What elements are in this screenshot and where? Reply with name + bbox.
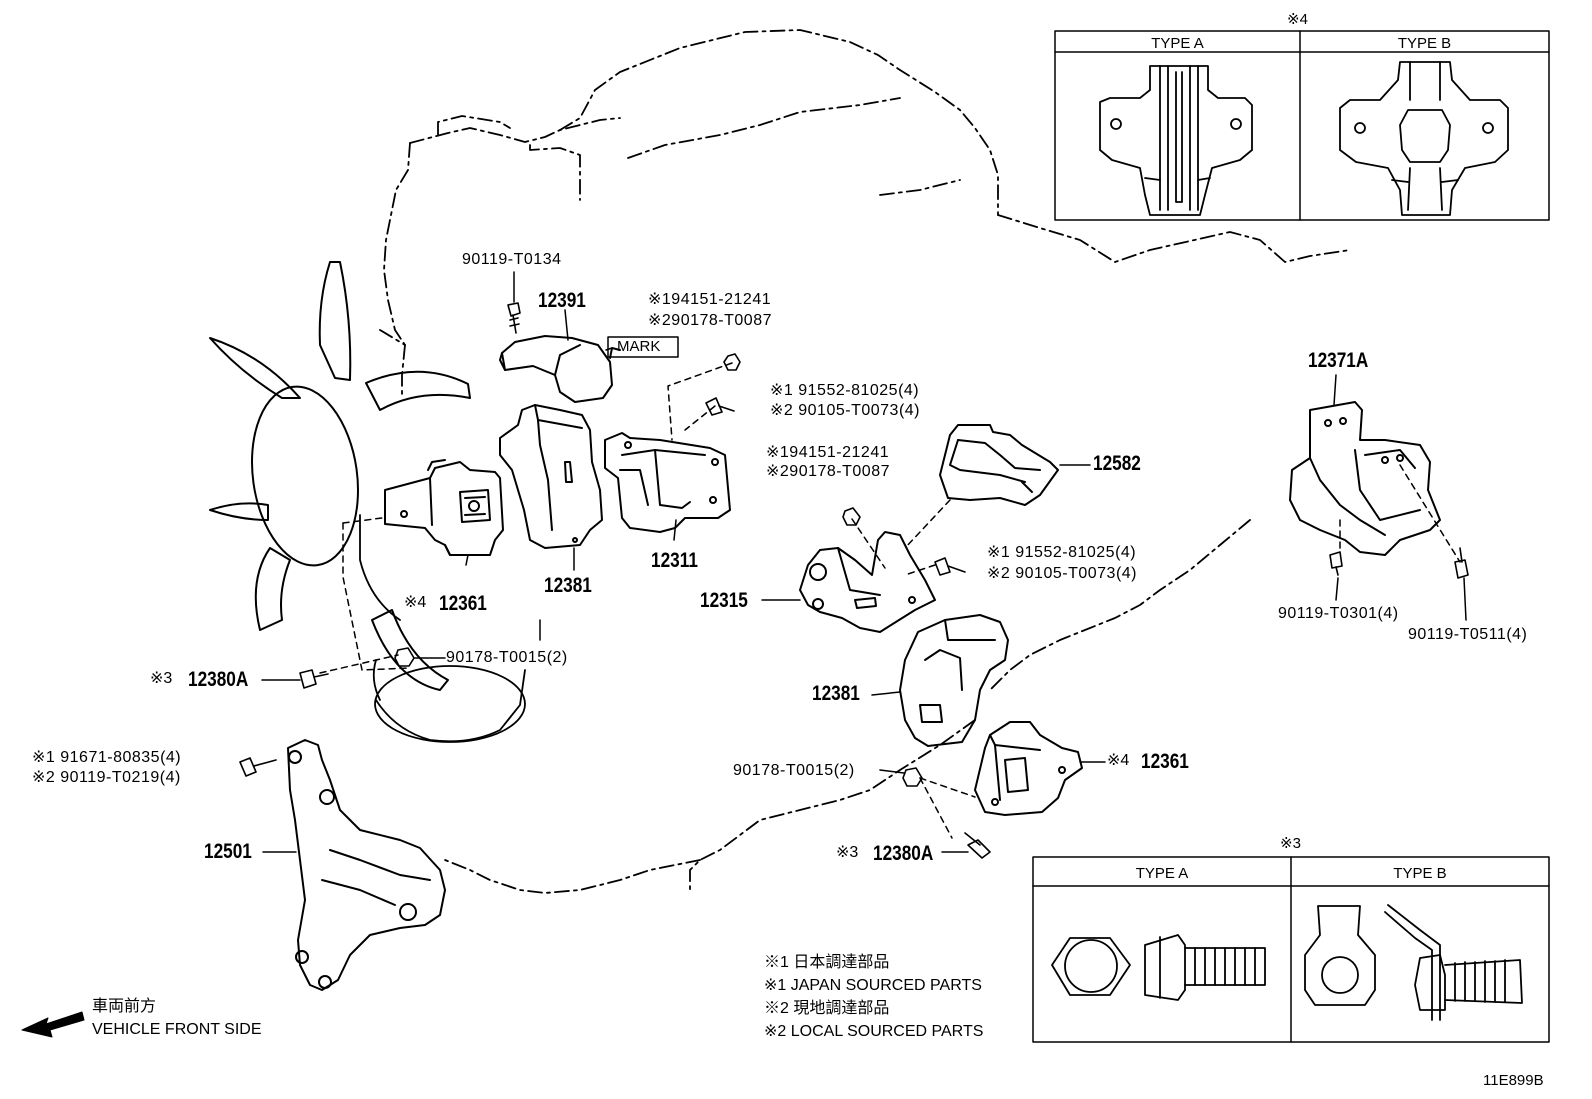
type3-marker: ※3 [1280, 835, 1301, 852]
label-94151-21241-top: ※194151-21241 [648, 291, 772, 308]
legend-line-4: ※2 LOCAL SOURCED PARTS [764, 1023, 984, 1040]
label-12315: 12315 [700, 589, 748, 612]
part-12381-right [899, 614, 1009, 747]
label-91552-81025-top: ※1 91552-81025(4) [770, 382, 920, 399]
part-12311 [604, 432, 731, 533]
type4-type-a-header: TYPE A [1151, 35, 1204, 52]
label-90178-T0015-right: 90178-T0015(2) [733, 762, 855, 779]
label-90119-T0219: ※2 90119-T0219(4) [32, 769, 181, 786]
part-12391 [499, 335, 621, 403]
legend-line-2: ※1 JAPAN SOURCED PARTS [764, 977, 982, 994]
part-12371A [1289, 401, 1441, 556]
label-90119-T0511: 90119-T0511(4) [1408, 626, 1528, 643]
type4-type-b-header: TYPE B [1397, 35, 1452, 52]
legend-line-1: ※1 日本調達部品 [764, 954, 890, 971]
label-leaders [261, 271, 1467, 853]
engine-outline [379, 29, 1351, 894]
type3-box [1032, 856, 1550, 1043]
label-12501: 12501 [204, 840, 252, 863]
type4-box [1054, 30, 1550, 221]
fasteners-shapes [239, 302, 1469, 859]
label-90105-T0073-mid: ※2 90105-T0073(4) [987, 565, 1137, 582]
part-12361-left [384, 459, 504, 556]
label-90119-T0134: 90119-T0134 [462, 251, 562, 268]
label-12381-left: 12381 [544, 574, 592, 597]
vehicle-front-jp: 車両前方 [92, 998, 157, 1015]
label-12582: 12582 [1093, 452, 1141, 475]
part-12381-left [499, 404, 603, 549]
label-12311: 12311 [651, 549, 698, 572]
mark-label: MARK [617, 338, 661, 355]
label-12380A-left: 12380A [188, 668, 249, 691]
leader-lines [319, 362, 1461, 839]
legend-line-3: ※2 現地調達部品 [764, 1000, 890, 1017]
fan [209, 261, 471, 691]
label-12361-left: 12361 [439, 592, 487, 615]
mark-box [607, 336, 679, 358]
label-12361-right: 12361 [1141, 750, 1189, 773]
label-12380A-right: 12380A [873, 842, 934, 865]
diagram-code: 11E899B [1483, 1072, 1544, 1089]
label-91552-81025-mid: ※1 91552-81025(4) [987, 544, 1137, 561]
part-12315 [799, 531, 936, 633]
label-12371A: 12371A [1308, 349, 1369, 372]
label-12391: 12391 [538, 289, 586, 312]
label-90178-T0015-left: 90178-T0015(2) [446, 649, 568, 666]
vehicle-front-arrow [21, 1011, 85, 1038]
note-3-left: ※3 [150, 670, 173, 687]
label-12381-right: 12381 [812, 682, 860, 705]
part-12582 [939, 424, 1059, 506]
vehicle-front-en: VEHICLE FRONT SIDE [92, 1021, 262, 1038]
label-90178-T0087-top: ※290178-T0087 [648, 312, 772, 329]
label-90105-T0073-top: ※2 90105-T0073(4) [770, 402, 920, 419]
label-91671-80835: ※1 91671-80835(4) [32, 749, 182, 766]
type3-type-b-header: TYPE B [1393, 865, 1447, 882]
label-90119-T0301: 90119-T0301(4) [1278, 605, 1399, 622]
part-12361-right [974, 721, 1083, 816]
note-3-right: ※3 [836, 844, 859, 861]
crank-pulley [359, 514, 526, 743]
type3-type-a-header: TYPE A [1135, 865, 1189, 882]
part-12501 [287, 739, 446, 991]
label-90178-T0087-mid: ※290178-T0087 [766, 463, 890, 480]
note-4-right: ※4 [1107, 752, 1130, 769]
type4-marker: ※4 [1287, 11, 1308, 28]
note-4-left: ※4 [404, 594, 427, 611]
label-94151-21241-mid: ※194151-21241 [766, 444, 890, 461]
